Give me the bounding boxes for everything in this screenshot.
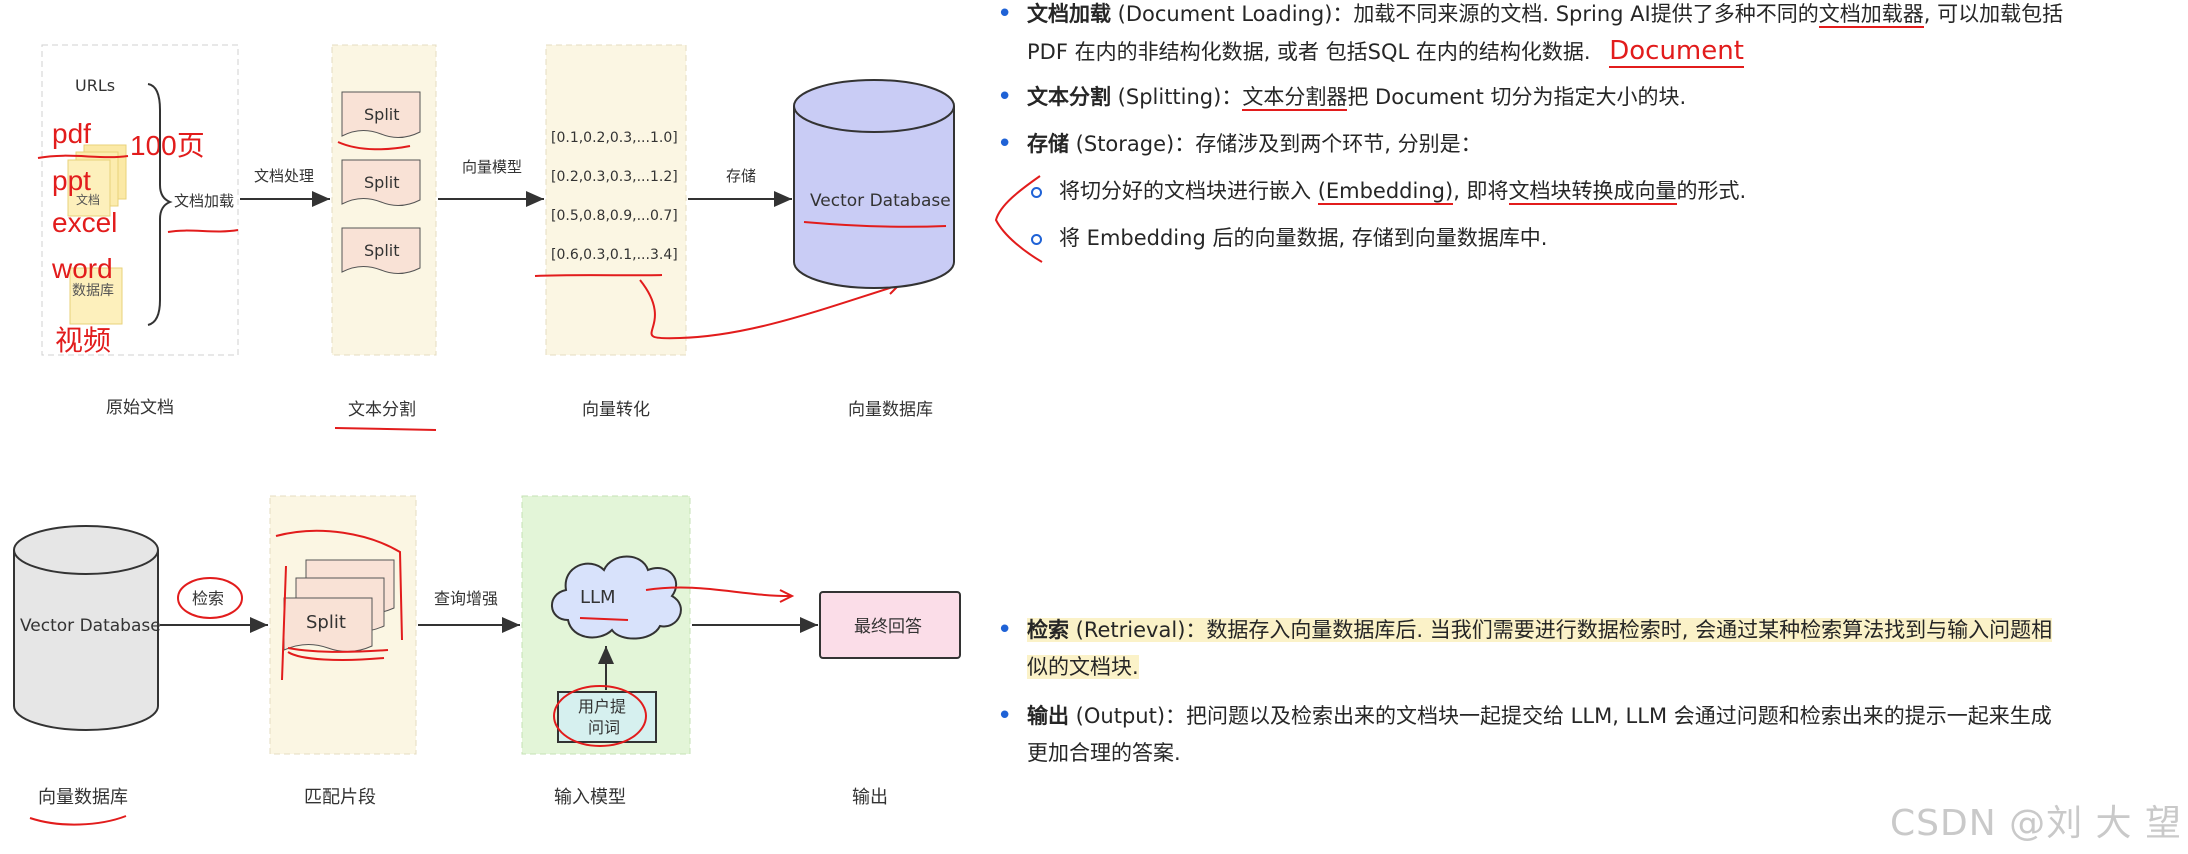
split-label-3: Split [364,241,399,260]
note-output: 输出 (Output)：把问题以及检索出来的文档块一起提交给 LLM, LLM … [995,698,2145,772]
load-label: 文档加载 [174,192,234,210]
note-loading: 文档加载 (Document Loading)：加载不同来源的文档. Sprin… [995,0,2175,71]
note-output-text-1: (Output)：把问题以及检索出来的文档块一起提交给 LLM, LLM 会通过… [1069,704,2052,728]
vector-1: [0.1,0.2,0.3,...1.0] [551,130,678,146]
answer-label: 最终回答 [854,617,922,637]
prompt-label-line2: 问词 [588,718,620,737]
note-retrieval-title: 检索 [1027,618,1069,642]
stage-label-vector: 向量转化 [582,400,650,420]
note-output-title: 输出 [1027,704,1069,728]
notes-top: 文档加载 (Document Loading)：加载不同来源的文档. Sprin… [995,0,2175,257]
note-loading-annotation: Document [1609,36,1744,68]
note-sub1-underlined-2: 文档块转换成向量 [1508,179,1677,205]
note-storage-title: 存储 [1027,132,1069,156]
stage-label-db: 向量数据库 [848,400,933,420]
store-label: 存储 [726,167,756,185]
note-storage-sub1: 将切分好的文档块进行嵌入 (Embedding), 即将文档块转换成向量的形式. [995,173,2175,210]
note-retrieval-text-1: (Retrieval)：数据存入向量数据库后. 当我们需要进行数据检索时, 会通… [1069,618,2053,642]
prompt-doc-icon [557,691,657,743]
note-loading-underlined: 文档加载器 [1818,2,1924,28]
split-docs [341,91,421,274]
annotation-curve [639,279,897,340]
stage-label-db-bottom: 向量数据库 [38,787,128,808]
note-loading-text-2: , 可以加载包括 [1923,2,2064,26]
vector-2: [0.2,0.3,0.3,...1.2] [551,169,678,185]
note-output-text-2: 更加合理的答案. [1027,741,1181,765]
document-stack-icon [67,144,127,325]
note-sub1-c: 的形式. [1676,179,1747,203]
notes-bottom: 检索 (Retrieval)：数据存入向量数据库后. 当我们需要进行数据检索时,… [995,612,2145,772]
split-doc-stack [283,559,395,652]
stage-label-match: 匹配片段 [304,787,376,808]
split-label-1: Split [364,105,399,124]
vector-database-icon [793,79,955,289]
note-split-title: 文本分割 [1027,85,1111,109]
db-label-bottom: Vector Database [20,616,161,636]
vector-panel [545,44,687,356]
stage-label-raw: 原始文档 [106,398,174,418]
note-sub1-underlined: (Embedding) [1317,179,1454,205]
note-split-text-1: (Splitting)： [1111,85,1243,109]
source-item-urls: URLs [75,76,115,95]
split-label-2: Split [364,173,399,192]
doc-label-database: 数据库 [72,283,114,299]
note-split-underlined: 文本分割器 [1242,85,1348,111]
retrieve-label: 检索 [192,589,224,608]
source-item-video: 视频 [55,325,111,356]
stage-label-split: 文本分割 [348,400,416,420]
stage-label-model: 输入模型 [554,787,626,808]
answer-box [819,591,961,659]
vector-3: [0.5,0.8,0.9,...0.7] [551,208,678,224]
stage-label-output: 输出 [852,787,888,808]
note-split-text-2: 把 Document 切分为指定大小的块. [1347,85,1687,109]
brace-shape [147,83,173,326]
vector-4: [0.6,0.3,0.1,...3.4] [551,247,678,263]
augment-label: 查询增强 [434,589,498,608]
source-item-pdf: pdf [52,118,91,149]
llm-label: LLM [580,587,616,608]
vector-database-icon-2 [13,525,159,731]
doc-label-file: 文档 [76,192,100,207]
note-loading-line2: PDF 在内的非结构化数据, 或者 包括SQL 在内的结构化数据. [1027,40,1591,64]
source-item-ppt: ppt [52,165,91,196]
note-storage-sub2: 将 Embedding 后的向量数据, 存储到向量数据库中. [995,220,2175,257]
source-item-excel: excel [52,207,117,238]
note-retrieval-text-2: 似的文档块. [1027,655,1139,679]
note-sub1-a: 将切分好的文档块进行嵌入 [1059,179,1318,203]
note-splitting: 文本分割 (Splitting)：文本分割器把 Document 切分为指定大小… [995,79,2175,116]
split-label-bottom: Split [306,612,346,633]
embed-model-label: 向量模型 [462,158,522,176]
note-retrieval: 检索 (Retrieval)：数据存入向量数据库后. 当我们需要进行数据检索时,… [995,612,2145,686]
note-sub1-b: , 即将 [1453,179,1509,203]
note-storage: 存储 (Storage)：存储涉及到两个环节, 分别是： [995,126,2175,163]
process-label: 文档处理 [254,167,314,185]
db-label-top: Vector Database [810,191,951,211]
note-loading-title: 文档加载 [1027,2,1111,26]
watermark: CSDN @刘 大 望 [1890,803,2182,844]
source-item-word: word [51,253,113,284]
note-loading-text-1: (Document Loading)：加载不同来源的文档. Spring AI提… [1111,2,1819,26]
note-sub2: 将 Embedding 后的向量数据, 存储到向量数据库中. [1059,226,1548,250]
prompt-label-line1: 用户提 [578,697,626,716]
note-storage-text: (Storage)：存储涉及到两个环节, 分别是： [1069,132,1482,156]
page-count-note: 100页 [130,130,205,161]
